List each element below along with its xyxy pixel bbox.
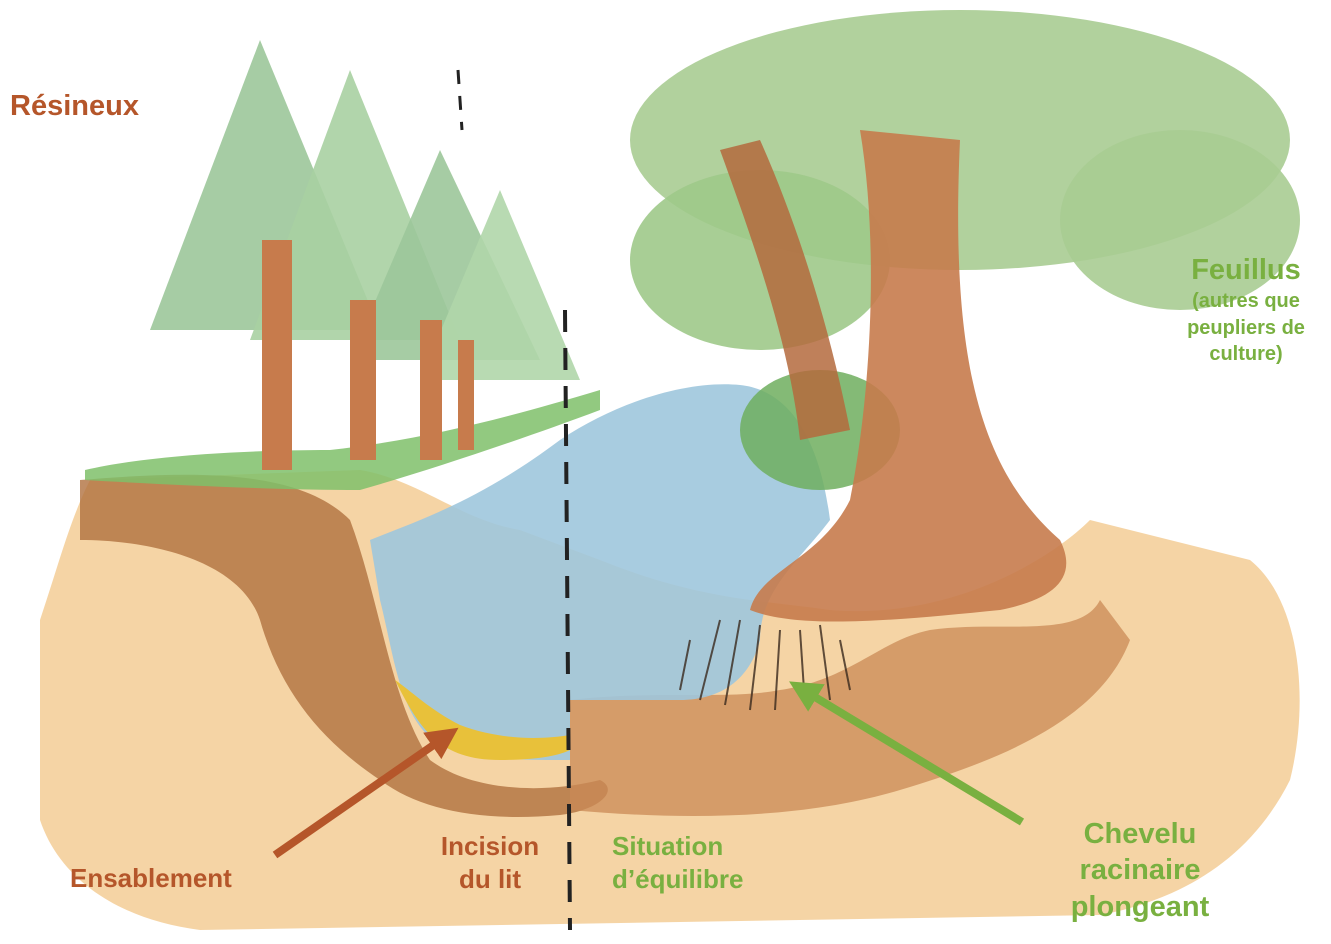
broadleaf-note-1: (autres que (1166, 288, 1326, 314)
broadleaf-note-3: culture) (1166, 341, 1326, 367)
conifers-label: Résineux (10, 88, 139, 124)
incision-label: Incision du lit (420, 830, 560, 895)
conifer-trees (150, 40, 580, 470)
roots-line-2: racinaire (1030, 852, 1250, 888)
equilibrium-label: Situation d’équilibre (612, 830, 743, 895)
equilibrium-line-2: d’équilibre (612, 863, 743, 896)
incision-line-2: du lit (420, 863, 560, 896)
silting-label: Ensablement (70, 862, 232, 895)
incision-line-1: Incision (420, 830, 560, 863)
roots-line-1: Chevelu (1030, 816, 1250, 852)
dashed-divider-top (458, 70, 462, 130)
broadleaf-title: Feuillus (1166, 252, 1326, 288)
roots-line-3: plongeant (1030, 889, 1250, 925)
broadleaf-note-2: peupliers de (1166, 315, 1326, 341)
roots-label: Chevelu racinaire plongeant (1030, 816, 1250, 925)
broadleaf-label: Feuillus (autres que peupliers de cultur… (1166, 252, 1326, 367)
equilibrium-line-1: Situation (612, 830, 743, 863)
